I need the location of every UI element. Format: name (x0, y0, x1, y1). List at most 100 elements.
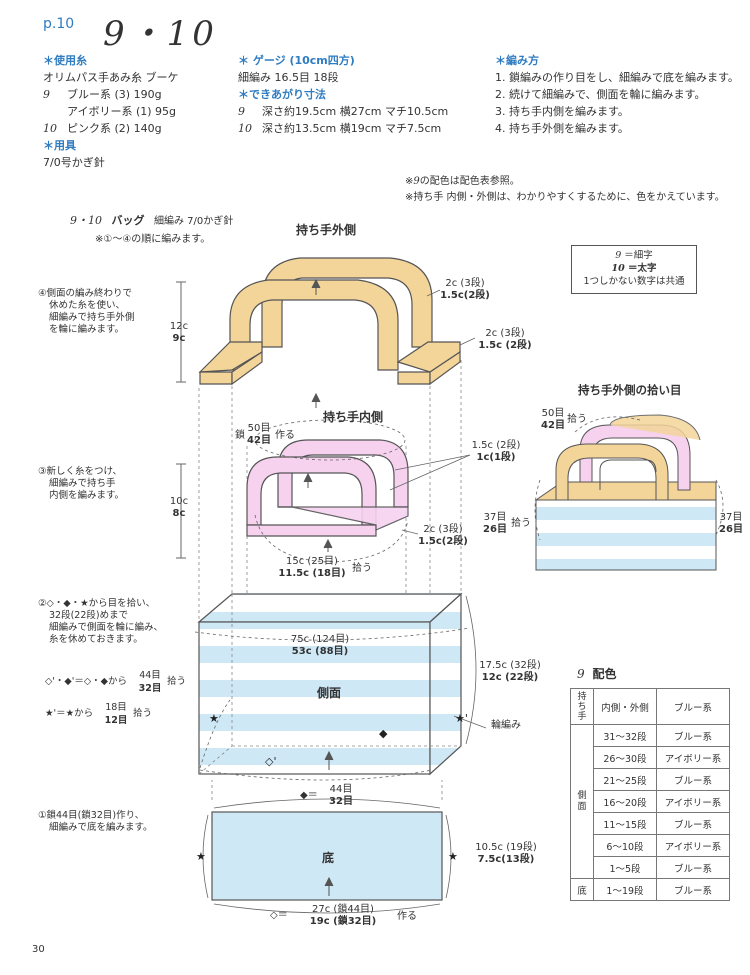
table-cell: ブルー系 (655, 724, 731, 747)
bottom-make: 作る (397, 911, 417, 922)
step-4-line: を輪に編みます。 (49, 324, 125, 335)
legend-text: ＝太字 (628, 263, 657, 274)
height-dimension-inner (176, 463, 186, 559)
dim-value: 11.5c (18目) (278, 568, 346, 579)
note-color: ※9の配色は配色表参照。 (405, 174, 735, 190)
size-9: 9 深さ約19.5cm 横27cm マチ10.5cm (238, 103, 488, 120)
table-cell: 1〜5段 (593, 856, 657, 879)
number-9: 9 (615, 250, 622, 261)
dim-value: 1.5c(2段) (418, 536, 468, 547)
dim-value: 8c (172, 508, 186, 519)
dim-value: 12c (22段) (481, 672, 539, 683)
dim-value: 1c(1段) (476, 452, 516, 463)
step-3-line: ③新しく糸をつけ、 (38, 466, 123, 477)
table-cell: アイボリー系 (655, 834, 731, 857)
guide-lines (198, 360, 462, 622)
dim-value: 75c (124目) (290, 634, 350, 645)
dim-value: 2c (3段) (485, 328, 525, 339)
pattern-title: 9・10 (103, 14, 218, 54)
step-1-text: ①鎖44目(鎖32目)作り、 細編みで底を編みます。 (38, 810, 208, 834)
bottom-top-count: ◆＝ 44目 32目 (300, 784, 360, 808)
step-3-text: ③新しく糸をつけ、 細編みで持ち手 内側を編みます。 (38, 466, 178, 502)
step-2a-text: ◇'・◆'＝◇・◆から (45, 676, 127, 687)
pickup-top-pick: 拾う (567, 414, 587, 425)
stitch-marks: ★ ★' ◆ ◇' ★ ★ (196, 712, 468, 863)
table-cell: ブルー系 (655, 688, 731, 725)
tools-text: 7/0号かぎ針 (43, 156, 105, 169)
table-cell: 31〜32段 (593, 724, 657, 747)
step-4-line: 休めた糸を使い、 (49, 300, 126, 311)
step-2-line: 細編みで側面を輪に編み、 (49, 622, 164, 633)
svg-text:★: ★ (448, 850, 458, 863)
pickup-left-pick: 拾う (511, 518, 531, 529)
step-4-line: ④側面の編み終わりで (38, 288, 133, 299)
step-4-line: 細編みで持ち手外側 (49, 312, 135, 323)
color-table-heading: 配色 (592, 667, 617, 681)
svg-text:★': ★' (455, 712, 468, 725)
diagram-number: 9・10 (70, 214, 102, 227)
step-3-line: 細編みで持ち手 (49, 478, 116, 489)
diagram-name: バッグ (111, 214, 145, 227)
svg-text:★: ★ (209, 712, 219, 725)
table-row: 持ち手 内側・外側 ブルー系 (570, 688, 731, 725)
number-10: 10 (611, 263, 625, 274)
step-2b-top: 18目 (105, 702, 127, 713)
table-row: 16〜20段 アイボリー系 (571, 790, 731, 813)
number-9: 9 (43, 88, 50, 101)
tools-heading: ＊用具 (43, 139, 76, 152)
dim-value: 37目 (719, 512, 743, 523)
inner-width-1: 1.5c (2段) 1c(1段) (460, 440, 532, 464)
yarn-line: オリムパス手あみ糸 ブーケ (43, 71, 179, 84)
step-2a-bottom: 32目 (138, 683, 162, 694)
legend-line-3: 1つしかない数字は共通 (583, 276, 685, 287)
table-cell: ブルー系 (655, 812, 731, 835)
table-cell: ブルー系 (655, 856, 731, 879)
bottom-label: 底 (322, 851, 335, 865)
svg-text:◇': ◇' (265, 755, 276, 768)
table-cell: 6〜10段 (593, 834, 657, 857)
pink-yarn: ピンク系 (2) 140g (67, 122, 162, 135)
dim-value: 44目 (329, 784, 353, 795)
dim-value: 32目 (329, 796, 353, 807)
dim-value: 7.5c(13段) (477, 854, 535, 865)
table-cell: 21〜25段 (593, 768, 657, 791)
step-1-line: ①鎖44目(鎖32目)作り、 (38, 810, 145, 821)
mark: ◆＝ (300, 790, 318, 801)
size-heading: ＊できあがり寸法 (238, 88, 326, 101)
diagram-order: ※①〜④の順に編みます。 (95, 234, 211, 245)
legend-box: 9 ＝細字 10 ＝太字 1つしかない数字は共通 (571, 245, 697, 294)
dim-value: 17.5c (32段) (479, 660, 541, 671)
dim-value: 1.5c (2段) (471, 440, 521, 451)
dim-value: 2c (3段) (445, 278, 485, 289)
number-10: 10 (43, 122, 57, 135)
outer-handle (198, 257, 461, 386)
dim-value: 26目 (483, 524, 507, 535)
bottom-chain: ◇＝ 27c (鎖44目) 19c (鎖32目) (270, 904, 400, 928)
table-cell: 底 (570, 878, 594, 901)
size-10-text: 深さ約13.5cm 横19cm マチ7.5cm (262, 122, 442, 135)
dim-value: 42目 (541, 420, 565, 431)
step-2a-tail: 拾う (167, 676, 187, 687)
outer-width-2: 2c (3段) 1.5c (2段) (470, 328, 540, 352)
number-9: 9 (577, 667, 585, 681)
side-width: 75c (124目) 53c (88目) (282, 634, 358, 658)
notes: ※9の配色は配色表参照。 ※持ち手 内側・外側は、わかりやすくするために、色をか… (405, 174, 735, 206)
pickup-diagram (534, 414, 724, 571)
table-row: 11〜15段 ブルー系 (571, 812, 731, 835)
side-label: 側面 (317, 686, 342, 700)
step-1-line: 細編みで底を編みます。 (49, 822, 153, 833)
inner-height: 10c 8c (164, 496, 194, 520)
table-row: 6〜10段 アイボリー系 (571, 834, 731, 857)
step-4-text: ④側面の編み終わりで 休めた糸を使い、 細編みで持ち手外側 を輪に編みます。 (38, 288, 178, 336)
page-number: 30 (32, 944, 45, 955)
number-9: 9 (238, 105, 245, 118)
table-cell: 11〜15段 (593, 812, 657, 835)
size-9-text: 深さ約19.5cm 横27cm マチ10.5cm (262, 105, 449, 118)
diagram-subtitle: 細編み 7/0かぎ針 (154, 216, 234, 227)
step-2b-bottom: 12目 (104, 715, 128, 726)
dim-value: 50目 (541, 408, 565, 419)
